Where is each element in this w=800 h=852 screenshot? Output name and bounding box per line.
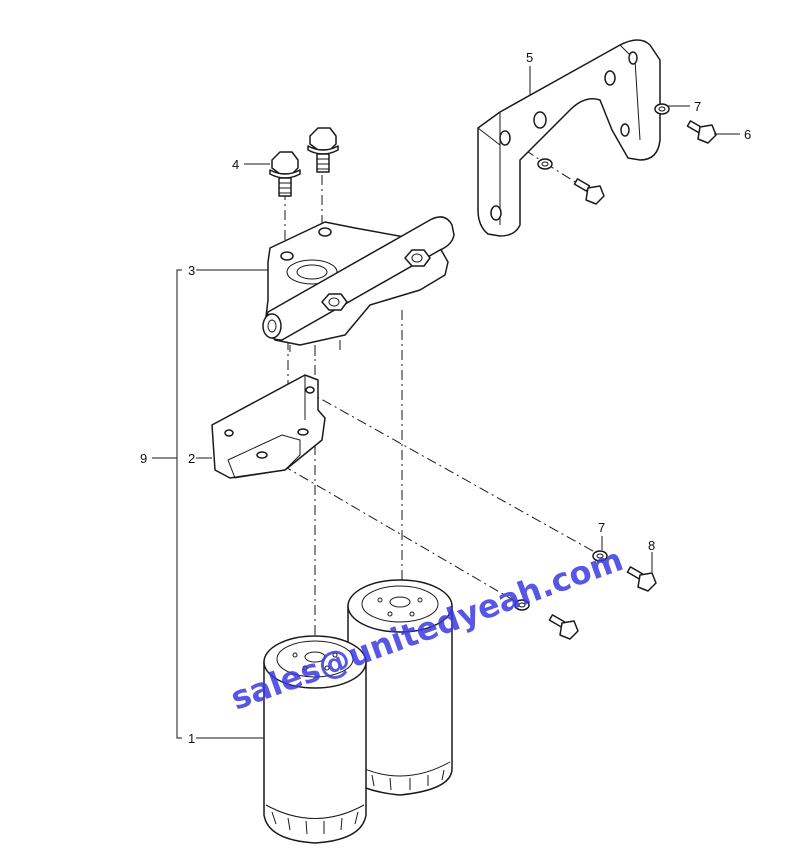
bracket-fasteners bbox=[537, 103, 717, 205]
head-bolts-part-4 bbox=[269, 127, 339, 197]
callouts: 1 2 3 4 5 6 7 7 8 9 bbox=[140, 50, 751, 746]
callout-9: 9 bbox=[140, 451, 147, 466]
washer-icon bbox=[514, 599, 530, 611]
adapter-plate-part-2 bbox=[211, 374, 326, 479]
filter-head-part-3 bbox=[262, 216, 455, 356]
mounting-bracket-part-5 bbox=[477, 39, 661, 237]
callout-2: 2 bbox=[188, 451, 195, 466]
bolt-icon bbox=[626, 566, 657, 592]
callout-4: 4 bbox=[232, 157, 239, 172]
filter-cartridge-rear bbox=[347, 579, 453, 796]
bolt-icon bbox=[548, 614, 579, 640]
plate-fasteners bbox=[514, 550, 657, 640]
callout-7-bottom: 7 bbox=[598, 520, 605, 535]
washer-icon bbox=[537, 158, 553, 170]
washer-icon bbox=[592, 550, 608, 562]
callout-5: 5 bbox=[526, 50, 533, 65]
callout-3: 3 bbox=[188, 263, 195, 278]
bolt-icon bbox=[686, 120, 717, 144]
leader-lines bbox=[152, 66, 740, 739]
callout-1: 1 bbox=[188, 731, 195, 746]
bolt-icon bbox=[573, 178, 605, 205]
bolt-icon bbox=[307, 127, 339, 173]
washer-icon bbox=[654, 103, 670, 115]
callout-7-top: 7 bbox=[694, 99, 701, 114]
callout-6: 6 bbox=[744, 127, 751, 142]
callout-8: 8 bbox=[648, 538, 655, 553]
filter-cartridge-front bbox=[263, 635, 367, 844]
bolt-icon bbox=[269, 151, 301, 197]
